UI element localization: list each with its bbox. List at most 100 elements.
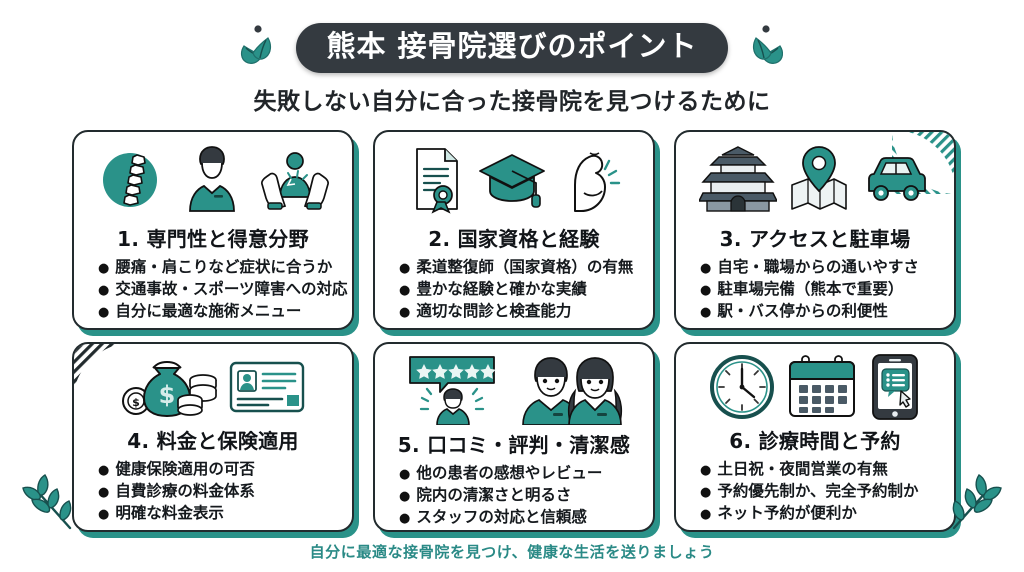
bullet-item: ●予約優先制か、完全予約制か (700, 480, 948, 502)
certificate-icon (416, 148, 458, 214)
bullet-item: ● 健康保険適用の可否 (98, 458, 346, 480)
card-6-title: 6. 診療時間と予約 (729, 429, 901, 453)
bullet-item: ● 駅・バス停からの利便性 (700, 300, 948, 322)
bullet-dot: ● (700, 305, 712, 320)
bullet-dot: ● (700, 261, 712, 276)
bullet-text: スタッフの対応と信頼感 (416, 508, 587, 526)
bullet-item: ● スタッフの対応と信頼感 (399, 506, 647, 528)
card-1-bullets: ●腰痛・肩こりなど症状に合うか ● 交通事故・スポーツ障害への対応 ● 自分に最適な… (80, 256, 348, 322)
bullet-item: ● 柔道整復師（国家資格）の有無 (399, 256, 647, 278)
bullet-item: ●腰痛・肩こりなど症状に合うか (98, 256, 346, 278)
caring-hands-icon (261, 152, 329, 210)
leaf-decoration-bottom-right (944, 470, 1002, 532)
bullet-text: 柔道整復師（国家資格）の有無 (416, 258, 634, 276)
card-3-icons (682, 141, 948, 219)
page-title: 熊本 接骨院選びのポイント (296, 22, 728, 74)
card-3-title: 3. アクセスと駐車場 (719, 227, 911, 251)
car-icon (868, 157, 926, 201)
money-bag-icon: $ $ (121, 360, 217, 417)
card-6-icons (682, 353, 948, 421)
bullet-item: ● 交通事故・スポーツ障害への対応 (98, 278, 348, 300)
bullet-dot: ● (98, 283, 110, 298)
bullet-dot: ● (98, 305, 110, 320)
bullet-dot: ● (399, 511, 411, 526)
bullet-text: ネット予約が便利か (717, 504, 857, 522)
bullet-text: 土日祝・夜間営業の有無 (717, 460, 888, 478)
card-2-bullets: ● 柔道整復師（国家資格）の有無 ● 豊かな経験と確かな実績 ●適切な問診と検査能力 (381, 256, 647, 322)
svg-text:$: $ (132, 396, 140, 409)
castle-icon (699, 146, 777, 212)
card-6-hours: 6. 診療時間と予約 ● 土日祝・夜間営業の有無 ●予約優先制か、完全予約制か ●… (674, 342, 956, 532)
leaf-decoration-left (236, 22, 282, 74)
bullet-dot: ● (399, 467, 411, 482)
flexed-arm-icon (574, 152, 621, 212)
title-row: 熊本 接骨院選びのポイント (0, 22, 1024, 74)
card-5-reviews: 5. 口コミ・評判・清潔感 ● 他の患者の感想やレビュー ● 院内の清潔さと明るさ … (373, 342, 655, 532)
bullet-text: 豊かな経験と確かな実績 (416, 280, 587, 298)
bullet-item: ● 自費診療の料金体系 (98, 480, 346, 502)
bullet-text: 駐車場完備（熊本で重要） (717, 280, 904, 298)
card-1-title: 1. 専門性と得意分野 (117, 227, 309, 251)
bullet-text: 自費診療の料金体系 (115, 482, 255, 500)
bullet-item: ●適切な問診と検査能力 (399, 300, 647, 322)
card-4-icons: $ $ (80, 353, 346, 421)
bullet-dot: ● (399, 489, 411, 504)
bullet-text: 他の患者の感想やレビュー (416, 464, 603, 482)
bullet-dot: ● (700, 507, 712, 522)
card-3-bullets: ● 自宅・職場からの通いやすさ ● 駐車場完備（熊本で重要） ● 駅・バス停からの利便… (682, 256, 948, 322)
bullet-dot: ● (98, 507, 110, 522)
bullet-item: ● 院内の清潔さと明るさ (399, 484, 647, 506)
svg-text:$: $ (158, 381, 175, 409)
smartphone-booking-icon (872, 354, 918, 420)
coins-icon (176, 374, 217, 416)
bullet-item: ● ネット予約が便利か (700, 502, 948, 524)
card-5-title: 5. 口コミ・評判・清潔感 (397, 433, 631, 457)
five-star-review-icon (408, 356, 496, 425)
bullet-item: ● 自宅・職場からの通いやすさ (700, 256, 948, 278)
bullet-text: 明確な料金表示 (115, 504, 224, 522)
bullet-item: ● 豊かな経験と確かな実績 (399, 278, 647, 300)
bullet-dot: ● (700, 463, 712, 478)
card-5-bullets: ● 他の患者の感想やレビュー ● 院内の清潔さと明るさ ● スタッフの対応と信頼感 (381, 462, 647, 528)
bullet-item: ● 明確な料金表示 (98, 502, 346, 524)
card-2-icons (381, 141, 647, 219)
bullet-text: 健康保険適用の可否 (115, 460, 255, 478)
bullet-text: 自宅・職場からの通いやすさ (717, 258, 919, 276)
bullet-text: 院内の清潔さと明るさ (416, 486, 572, 504)
page-subtitle: 失敗しない自分に合った接骨院を見つけるために (253, 89, 771, 115)
card-1-icons (80, 141, 346, 219)
points-grid: 1. 専門性と得意分野 ●腰痛・肩こりなど症状に合うか ● 交通事故・スポーツ障害… (72, 130, 956, 532)
staff-pair-icon (521, 357, 622, 425)
card-4-fees: $ $ (72, 342, 354, 532)
footer-message: 自分に最適な接骨院を見つけ、健康な生活を送りましょう (309, 543, 715, 561)
map-pin-icon (791, 146, 847, 210)
calendar-icon (789, 355, 855, 417)
bullet-text: 自分に最適な施術メニュー (115, 302, 302, 320)
bullet-text: 駅・バス停からの利便性 (717, 302, 888, 320)
bullet-dot: ● (399, 283, 411, 298)
leaf-decoration-bottom-left (22, 470, 80, 532)
bullet-dot: ● (98, 261, 110, 276)
card-1-specialty: 1. 専門性と得意分野 ●腰痛・肩こりなど症状に合うか ● 交通事故・スポーツ障害… (72, 130, 354, 330)
insurance-card-icon (229, 361, 304, 413)
card-3-access: 3. アクセスと駐車場 ● 自宅・職場からの通いやすさ ● 駐車場完備（熊本で重要）… (674, 130, 956, 330)
card-2-title: 2. 国家資格と経験 (428, 227, 600, 251)
bullet-dot: ● (700, 485, 712, 500)
bullet-item: ● 土日祝・夜間営業の有無 (700, 458, 948, 480)
bullet-item: ● 他の患者の感想やレビュー (399, 462, 647, 484)
bullet-text: 交通事故・スポーツ障害への対応 (115, 280, 348, 298)
card-4-title: 4. 料金と保険適用 (127, 429, 299, 453)
bullet-dot: ● (98, 463, 110, 478)
clock-icon (710, 355, 774, 419)
therapist-icon (189, 146, 235, 212)
leaf-decoration-right (742, 22, 788, 74)
bullet-dot: ● (98, 485, 110, 500)
graduation-cap-icon (479, 154, 545, 208)
card-5-icons (381, 353, 647, 425)
spine-icon (103, 153, 157, 207)
bullet-item: ● 駐車場完備（熊本で重要） (700, 278, 948, 300)
hatch-decoration-top-left (74, 344, 136, 406)
bullet-dot: ● (399, 261, 411, 276)
bullet-dot: ● (700, 283, 712, 298)
bullet-text: 適切な問診と検査能力 (416, 302, 572, 320)
